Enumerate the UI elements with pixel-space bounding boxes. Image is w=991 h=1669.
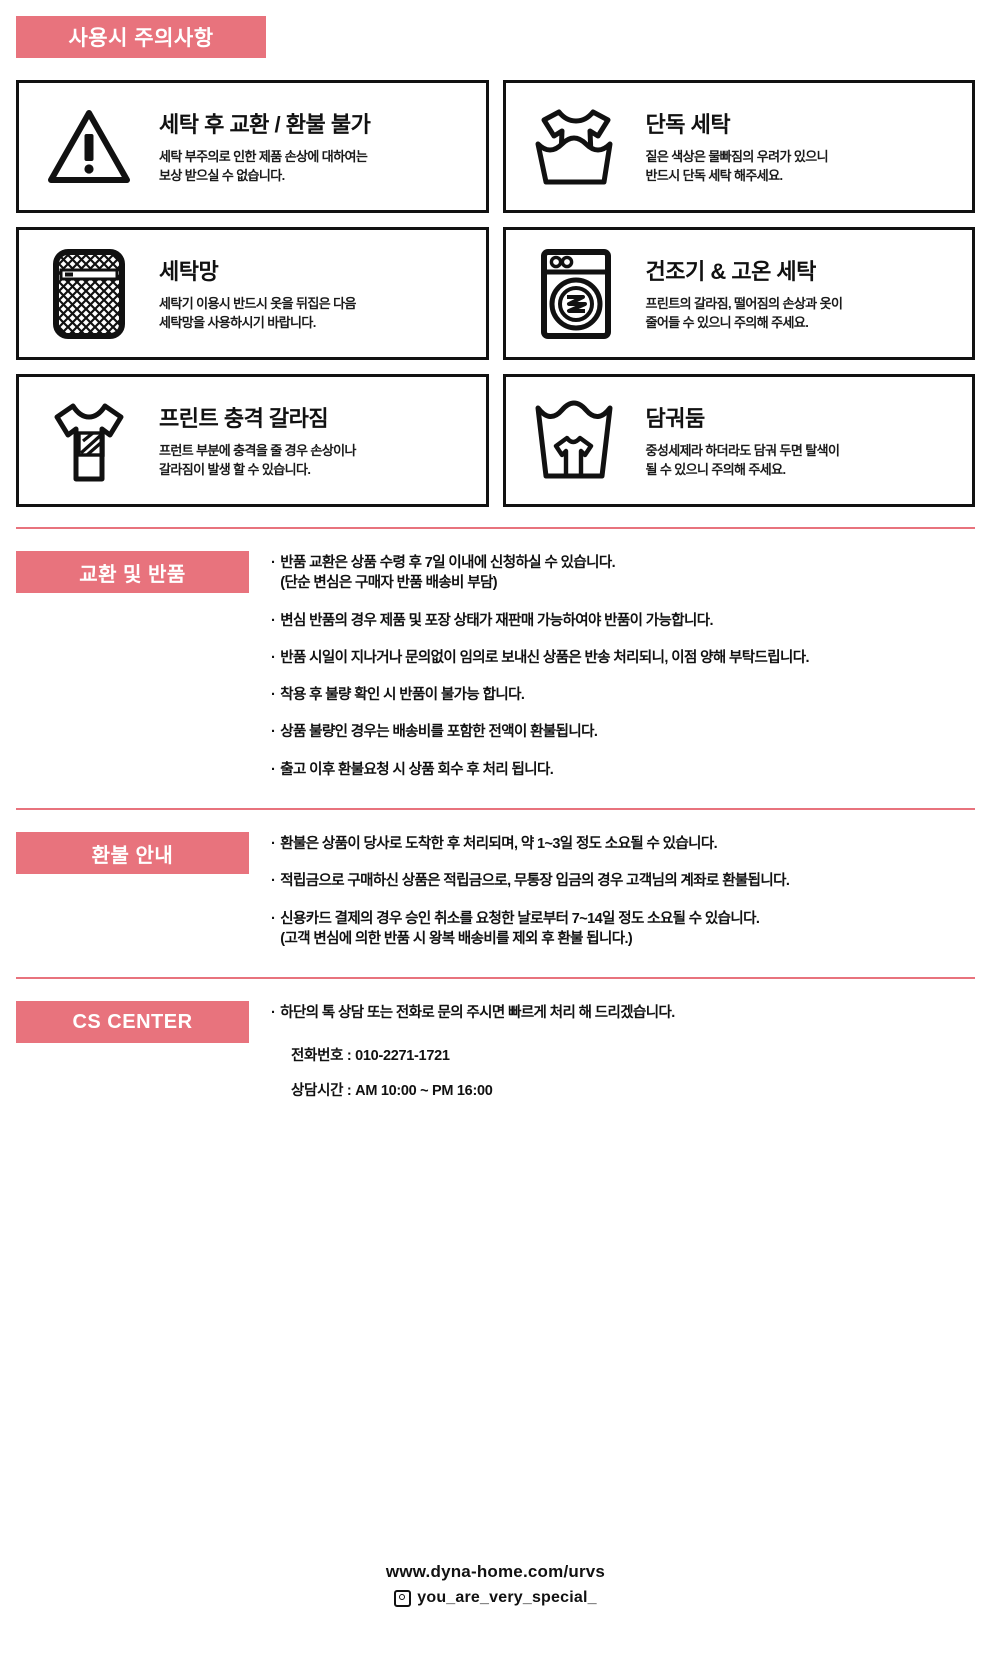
care-instructions-grid: 세탁 후 교환 / 환불 불가 세탁 부주의로 인한 제품 손상에 대하여는 보… (16, 80, 975, 507)
instagram-icon (394, 1589, 412, 1607)
care-card-desc: 세탁기 이용시 반드시 옷을 뒤집은 다음 세탁망을 사용하시기 바랍니다. (159, 296, 356, 330)
care-card: 담궈둠 중성세제라 하더라도 담궈 두면 탈색이 될 수 있으니 주의해 주세요… (502, 374, 975, 507)
soaking-basin-icon (506, 396, 646, 486)
warning-triangle-icon (19, 107, 159, 187)
care-card: 단독 세탁 짙은 색상은 물빠짐의 우려가 있으니 반드시 단독 세탁 해주세요… (502, 80, 975, 213)
bullet-dot: · (271, 649, 276, 666)
care-card-text: 담궈둠 중성세제라 하더라도 담궈 두면 탈색이 될 수 있으니 주의해 주세요… (646, 401, 850, 480)
footer-social-handle-text: you_are_very_special_ (417, 1589, 597, 1606)
list-item: ·상품 불량인 경우는 배송비를 포함한 전액이 환불됩니다. (271, 722, 975, 742)
cs-center-section-tag: CS CENTER (16, 1001, 249, 1044)
footer-website-url[interactable]: www.dyna-home.com/urvs (385, 1562, 606, 1581)
refund-bullet-list: ·환불은 상품이 당사로 도착한 후 처리되며, 약 1~3일 정도 소요될 수… (249, 832, 975, 949)
bullet-dot: · (271, 724, 276, 741)
care-and-policy-page: 사용시 주의사항 세탁 후 교환 / 환불 불가 세탁 부주의로 인한 제품 손… (0, 16, 991, 1669)
page-title: 사용시 주의사항 (16, 16, 266, 58)
list-item-text: 상품 불량인 경우는 배송비를 포함한 전액이 환불됩니다. (280, 724, 598, 741)
care-card: 프린트 충격 갈라짐 프런트 부분에 충격을 줄 경우 손상이나 갈라짐이 발생… (16, 374, 489, 507)
care-card-desc: 세탁 부주의로 인한 제품 손상에 대하여는 보상 받으실 수 없습니다. (159, 149, 368, 183)
footer-social-handle[interactable]: you_are_very_special_ (0, 1589, 991, 1607)
care-card-text: 건조기 & 고온 세탁 프린트의 갈라짐, 떨어짐의 손상과 옷이 줄어들 수 … (646, 254, 853, 333)
cs-center-section: CS CENTER ·하단의 톡 상담 또는 전화로 문의 주시면 빠르게 처리… (16, 1001, 975, 1113)
care-card-title: 담궈둠 (645, 406, 706, 432)
bullet-dot: · (271, 910, 276, 927)
care-card-desc: 프런트 부분에 충격을 줄 경우 손상이나 갈라짐이 발생 할 수 있습니다. (159, 443, 356, 477)
care-card-desc: 프린트의 갈라짐, 떨어짐의 손상과 옷이 줄어들 수 있으니 주의해 주세요. (645, 296, 843, 330)
list-item-text: 착용 후 불량 확인 시 반품이 불가능 합니다. (280, 687, 525, 704)
bullet-dot: · (271, 761, 276, 778)
list-item: ·착용 후 불량 확인 시 반품이 불가능 합니다. (271, 685, 975, 705)
laundry-net-icon (19, 246, 159, 342)
care-card-title: 건조기 & 고온 세탁 (645, 259, 817, 285)
list-item-text: 신용카드 결제의 경우 승인 취소를 요청한 날로부터 7~14일 정도 소요될… (280, 910, 760, 947)
list-item-text: 출고 이후 환불요청 시 상품 회수 후 처리 됩니다. (280, 761, 554, 778)
footer: www.dyna-home.com/urvs you_are_very_spec… (0, 1562, 991, 1607)
care-card-text: 세탁 후 교환 / 환불 불가 세탁 부주의로 인한 제품 손상에 대하여는 보… (159, 107, 380, 186)
list-item-text: 변심 반품의 경우 제품 및 포장 상태가 재판매 가능하여야 반품이 가능합니… (280, 612, 713, 629)
cs-center-body: ·하단의 톡 상담 또는 전화로 문의 주시면 빠르게 처리 해 드리겠습니다.… (249, 1001, 975, 1113)
list-item-text: 환불은 상품이 당사로 도착한 후 처리되며, 약 1~3일 정도 소요될 수 … (280, 836, 718, 853)
list-item-text: 하단의 톡 상담 또는 전화로 문의 주시면 빠르게 처리 해 드리겠습니다. (280, 1005, 675, 1022)
cs-hours: 상담시간 : AM 10:00 ~ PM 16:00 (291, 1082, 493, 1099)
care-card-text: 프린트 충격 갈라짐 프런트 부분에 충격을 줄 경우 손상이나 갈라짐이 발생… (159, 401, 366, 480)
list-item: ·환불은 상품이 당사로 도착한 후 처리되며, 약 1~3일 정도 소요될 수… (271, 834, 975, 854)
care-card-title: 세탁 후 교환 / 환불 불가 (159, 112, 371, 138)
refund-section: 환불 안내 ·환불은 상품이 당사로 도착한 후 처리되며, 약 1~3일 정도… (16, 832, 975, 949)
bullet-dot: · (271, 687, 276, 704)
care-card-title: 세탁망 (159, 259, 219, 285)
list-item: ·하단의 톡 상담 또는 전화로 문의 주시면 빠르게 처리 해 드리겠습니다. (271, 1003, 975, 1023)
tshirt-cracked-print-icon (19, 395, 159, 487)
exchange-section-tag: 교환 및 반품 (16, 551, 249, 593)
care-card-text: 단독 세탁 짙은 색상은 물빠짐의 우려가 있으니 반드시 단독 세탁 해주세요… (646, 107, 838, 186)
list-item: ·출고 이후 환불요청 시 상품 회수 후 처리 됩니다. (271, 760, 975, 780)
list-item: ·반품 교환은 상품 수령 후 7일 이내에 신청하실 수 있습니다. (단순 … (271, 553, 975, 594)
list-item-text: 반품 시일이 지나거나 문의없이 임의로 보내신 상품은 반송 처리되니, 이점… (280, 649, 809, 666)
care-card: 건조기 & 고온 세탁 프린트의 갈라짐, 떨어짐의 손상과 옷이 줄어들 수 … (502, 227, 975, 360)
list-item: ·신용카드 결제의 경우 승인 취소를 요청한 날로부터 7~14일 정도 소요… (271, 909, 975, 950)
bullet-dot: · (271, 612, 276, 629)
care-card: 세탁망 세탁기 이용시 반드시 옷을 뒤집은 다음 세탁망을 사용하시기 바랍니… (16, 227, 489, 360)
washing-machine-icon (506, 247, 646, 341)
list-item-text: 반품 교환은 상품 수령 후 7일 이내에 신청하실 수 있습니다. (단순 변… (280, 555, 616, 592)
bullet-dot: · (271, 1005, 276, 1022)
care-card-title: 단독 세탁 (645, 112, 731, 138)
bullet-dot: · (271, 873, 276, 890)
exchange-section: 교환 및 반품 ·반품 교환은 상품 수령 후 7일 이내에 신청하실 수 있습… (16, 551, 975, 780)
list-item: ·적립금으로 구매하신 상품은 적립금으로, 무통장 입금의 경우 고객님의 계… (271, 871, 975, 891)
tshirt-in-basin-icon (506, 104, 646, 190)
care-card-title: 프린트 충격 갈라짐 (159, 406, 329, 432)
care-card-text: 세탁망 세탁기 이용시 반드시 옷을 뒤집은 다음 세탁망을 사용하시기 바랍니… (159, 254, 366, 333)
divider (16, 527, 975, 529)
cs-phone-number: 전화번호 : 010-2271-1721 (291, 1047, 450, 1064)
divider (16, 808, 975, 811)
care-card-desc: 중성세제라 하더라도 담궈 두면 탈색이 될 수 있으니 주의해 주세요. (645, 443, 840, 477)
care-card-desc: 짙은 색상은 물빠짐의 우려가 있으니 반드시 단독 세탁 해주세요. (645, 149, 829, 183)
care-card: 세탁 후 교환 / 환불 불가 세탁 부주의로 인한 제품 손상에 대하여는 보… (16, 80, 489, 213)
list-item-text: 적립금으로 구매하신 상품은 적립금으로, 무통장 입금의 경우 고객님의 계좌… (280, 873, 790, 890)
refund-section-tag: 환불 안내 (16, 832, 249, 875)
list-item: ·변심 반품의 경우 제품 및 포장 상태가 재판매 가능하여야 반품이 가능합… (271, 611, 975, 631)
list-item: ·반품 시일이 지나거나 문의없이 임의로 보내신 상품은 반송 처리되니, 이… (271, 648, 975, 668)
divider (16, 977, 975, 980)
bullet-dot: · (271, 555, 276, 571)
bullet-dot: · (271, 836, 276, 853)
exchange-bullet-list: ·반품 교환은 상품 수령 후 7일 이내에 신청하실 수 있습니다. (단순 … (249, 551, 975, 780)
